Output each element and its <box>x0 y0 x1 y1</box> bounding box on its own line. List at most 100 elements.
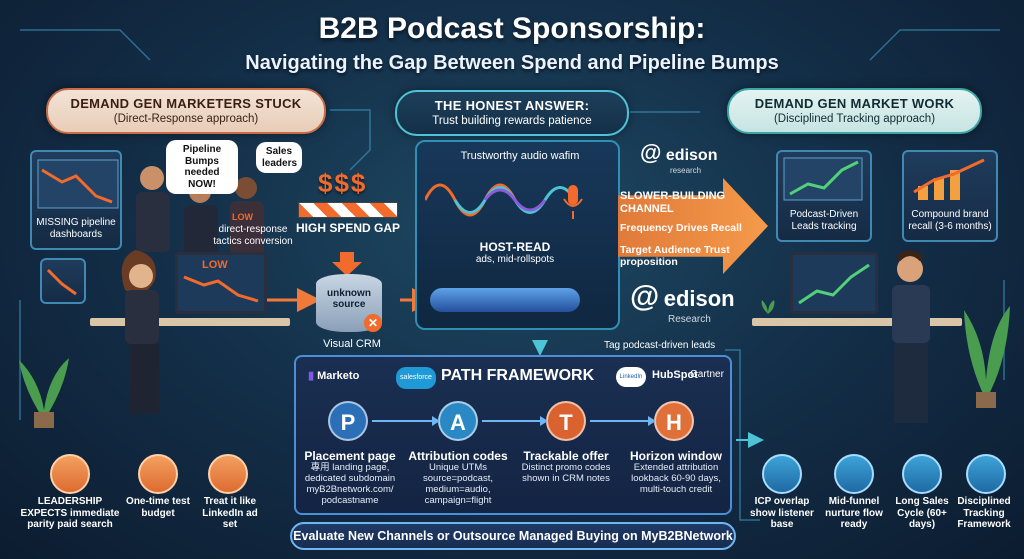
podcast-leads-card: Podcast-Driven Leads tracking <box>776 150 872 242</box>
down-arrow-icon <box>332 252 362 276</box>
placement-page-head: Placement page <box>304 449 396 463</box>
right-header-title: DEMAND GEN MARKET WORK <box>754 96 955 111</box>
high-spend-gap-label: HIGH SPEND GAP <box>296 221 401 235</box>
letter-p-circle: P <box>328 401 368 441</box>
path-framework-panel: ▮ Marketo salesforce PATH FRAMEWORK Link… <box>294 355 732 515</box>
tag-leads-label: Tag podcast-driven leads <box>604 340 716 351</box>
arrow-text-2: Frequency Drives Recall <box>620 222 742 234</box>
treat-like-linkedin-label: Treat it like LinkedIn ad set <box>202 496 258 530</box>
trackable-offer-body: Distinct promo codes shown in CRM notes <box>521 462 611 484</box>
stressed-marketer-illustration <box>121 250 159 414</box>
letter-h-circle: H <box>654 401 694 441</box>
page-subtitle: Navigating the Gap Between Spend and Pip… <box>245 52 779 74</box>
disciplined-tracking-label: Disciplined Tracking Framework <box>957 496 1011 530</box>
low-badge: LOW <box>232 212 253 222</box>
icp-overlap-label: ICP overlap show listener base <box>750 496 814 530</box>
framework-arrows <box>372 416 656 426</box>
money-bill-icon <box>138 454 178 494</box>
mid-header-pill: THE HONEST ANSWER: Trust building reward… <box>395 90 629 136</box>
monitor-decline-chart <box>183 275 259 303</box>
arrow-text-1: SLOWER-BUILDING CHANNEL <box>620 190 726 215</box>
long-sales-cycle-label: Long Sales Cycle (60+ days) <box>895 496 949 530</box>
small-chart-card <box>40 258 86 304</box>
growth-chart-icon <box>783 157 863 201</box>
barrier-icon <box>298 202 398 218</box>
horizon-window-body: Extended attribution lookback 60-90 days… <box>631 462 721 495</box>
right-desk <box>752 318 962 326</box>
host-read-label: HOST-READ <box>479 240 551 254</box>
horizon-window-head: Horizon window <box>630 449 722 463</box>
edison-swirl-large-icon: @ <box>630 280 660 313</box>
edison-logo-large: @ edison Research <box>630 280 735 325</box>
marketo-logo: ▮ Marketo <box>308 369 359 382</box>
left-header-subtitle: (Direct-Response approach) <box>113 113 259 125</box>
missing-dashboard-label: MISSING pipeline dashboards <box>36 217 116 240</box>
right-header-pill: DEMAND GEN MARKET WORK (Disciplined Trac… <box>727 88 982 134</box>
right-plant-icon <box>964 306 1010 408</box>
executives-illustration <box>136 166 264 255</box>
placement-page-body: 專用 landing page, dedicated subdomain myB… <box>304 462 396 506</box>
mid-funnel-label: Mid-funnel nurture flow ready <box>825 496 883 530</box>
path-framework-title: PATH FRAMEWORK <box>441 367 595 384</box>
letter-a-circle: A <box>438 401 478 441</box>
clipboard-check-icon <box>966 454 1006 494</box>
confident-marketer-illustration <box>892 250 930 423</box>
magnifier-people-icon <box>50 454 90 494</box>
left-monitor: LOW <box>175 252 267 314</box>
mid-header-title: THE HONEST ANSWER: <box>434 98 590 113</box>
marketo-icon: ▮ <box>308 370 315 382</box>
linkedin-logo: LinkedIn <box>616 367 646 387</box>
error-x-icon: ✕ <box>364 314 382 332</box>
visual-crm-label: Visual CRM <box>323 338 381 350</box>
bottom-cta-bar: Evaluate New Channels or Outsource Manag… <box>290 522 736 550</box>
left-plant-icon <box>19 358 69 428</box>
podcast-leads-label: Podcast-Driven Leads tracking <box>789 209 859 232</box>
dollar-signs: $$$ <box>318 168 368 198</box>
marketo-label: Marketo <box>317 370 360 382</box>
edison-small-research: research <box>670 166 702 175</box>
funnel-icon <box>834 454 874 494</box>
left-header-title: DEMAND GEN MARKETERS STUCK <box>70 96 302 111</box>
pipeline-pipe <box>430 288 580 312</box>
arrow-text-3: Target Audience Trust proposition <box>620 244 730 269</box>
edison-small-name: edison <box>665 147 718 164</box>
microphone-icon <box>563 185 583 219</box>
audio-title: Trustworthy audio wafim <box>460 150 580 162</box>
hubspot-logo: HubSpot <box>652 369 698 381</box>
edison-large-research: Research <box>668 314 711 325</box>
sales-leaders-bubble: Sales leaders <box>256 142 302 173</box>
salesforce-logo: salesforce <box>396 367 436 389</box>
declining-chart-icon <box>37 159 119 209</box>
edison-logo-small: @ edison research <box>640 140 717 175</box>
missing-dashboard-card: MISSING pipeline dashboards <box>30 150 122 250</box>
rising-bars-icon <box>913 158 985 200</box>
tactics-label: direct-response tactics conversion <box>213 224 293 247</box>
gartner-logo: Gartner <box>690 369 724 380</box>
leadership-expects-label: LEADERSHIP EXPECTS immediate parity paid… <box>20 496 120 530</box>
edison-large-name: edison <box>663 286 735 311</box>
small-chart-icon <box>46 268 77 296</box>
right-header-subtitle: (Disciplined Tracking approach) <box>773 113 936 125</box>
page-title: B2B Podcast Sponsorship: <box>318 12 706 45</box>
edison-swirl-icon: @ <box>640 140 662 165</box>
left-desk <box>90 318 290 326</box>
trackable-offer-head: Trackable offer <box>523 449 609 463</box>
people-group-icon <box>762 454 802 494</box>
calendar-icon <box>902 454 942 494</box>
host-read-sub: ads, mid-rollspots <box>475 254 555 265</box>
megaphone-icon <box>208 454 248 494</box>
sound-wave-icon <box>425 183 577 217</box>
letter-t-circle: T <box>546 401 586 441</box>
mid-header-subtitle: Trust building rewards patience <box>432 115 592 127</box>
attribution-codes-head: Attribution codes <box>408 449 508 463</box>
left-header-pill: DEMAND GEN MARKETERS STUCK (Direct-Respo… <box>46 88 326 134</box>
right-monitor <box>790 252 878 314</box>
compound-recall-label: Compound brand recall (3-6 months) <box>908 209 992 232</box>
monitor-low-label: LOW <box>202 259 228 271</box>
compound-recall-card: Compound brand recall (3-6 months) <box>902 150 998 242</box>
attribution-codes-body: Unique UTMs source=podcast, medium=audio… <box>423 462 493 506</box>
unknown-source-label: unknown source <box>327 288 371 310</box>
plant-pot-small-icon <box>761 300 775 314</box>
pipeline-bumps-bubble: Pipeline Bumps needed NOW! <box>166 140 238 194</box>
